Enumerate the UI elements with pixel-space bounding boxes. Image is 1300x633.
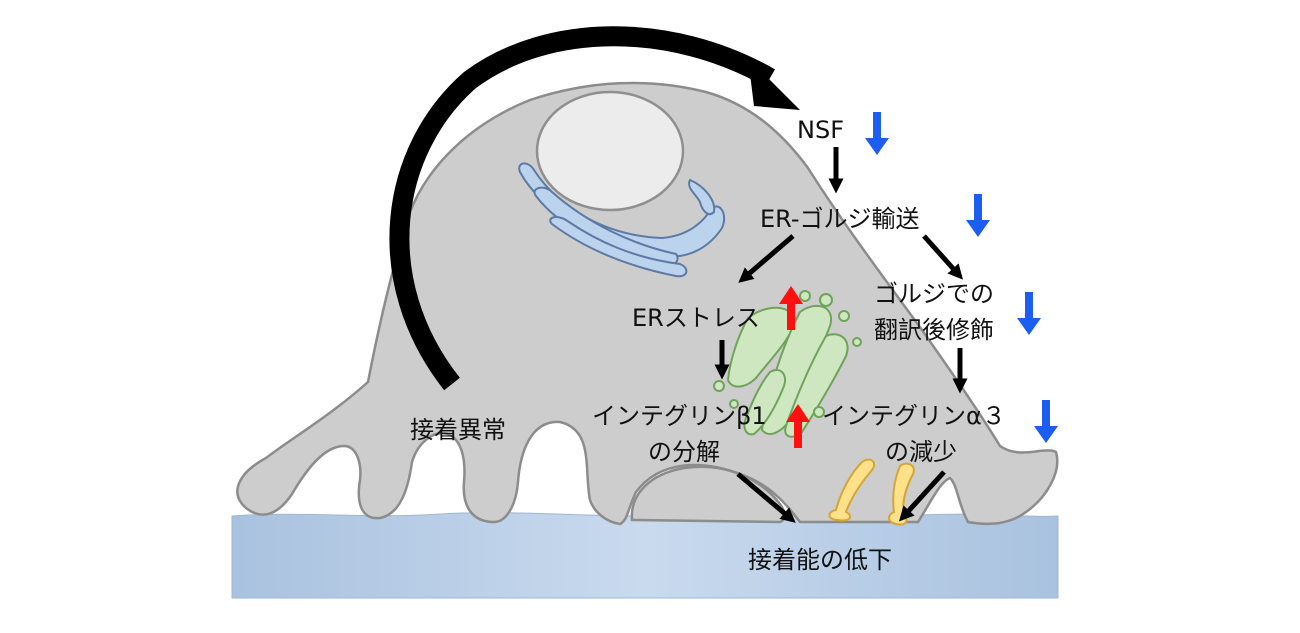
nsf-down-arrow (865, 112, 889, 155)
arrow-transport-to-golgi-mod (922, 234, 964, 280)
label-integrin-b1-2: の分解 (648, 438, 720, 466)
large-curved-arrow-head (748, 58, 800, 110)
integrin-a3-down-arrow (1034, 400, 1058, 443)
label-adhesion-decrease: 接着能の低下 (748, 546, 892, 574)
transport-down-arrow (966, 194, 990, 237)
red-up-arrows (779, 286, 810, 448)
label-golgi-modification-2: 翻訳後修飾 (874, 316, 994, 344)
arrow-b1-to-adhesion (736, 472, 796, 523)
label-er-golgi-transport: ER-ゴルジ輸送 (760, 205, 920, 233)
substrate (231, 512, 1059, 599)
blue-down-arrows (865, 112, 1058, 443)
integrin-b1-up-arrow (786, 404, 810, 448)
label-integrin-a3-1: インテグリンα３ (822, 402, 1006, 430)
label-nsf: NSF (797, 116, 844, 144)
pathway-arrows (714, 147, 968, 523)
label-golgi-modification-1: ゴルジでの (874, 280, 994, 308)
integrin-molecules (828, 458, 915, 526)
erstress-up-arrow (779, 286, 803, 330)
golgi-mod-down-arrow (1017, 292, 1041, 335)
arrow-a3-to-adhesion (898, 470, 946, 522)
arrow-transport-to-erstress (738, 234, 795, 283)
label-er-stress: ERストレス (632, 304, 760, 332)
nucleus (535, 90, 685, 212)
golgi-apparatus (518, 162, 726, 278)
large-curved-arrow (389, 26, 775, 391)
label-adhesion-abnormality: 接着異常 (410, 416, 506, 444)
label-integrin-a3-2: の減少 (885, 438, 957, 466)
label-integrin-b1-1: インテグリンβ1 (592, 402, 767, 430)
